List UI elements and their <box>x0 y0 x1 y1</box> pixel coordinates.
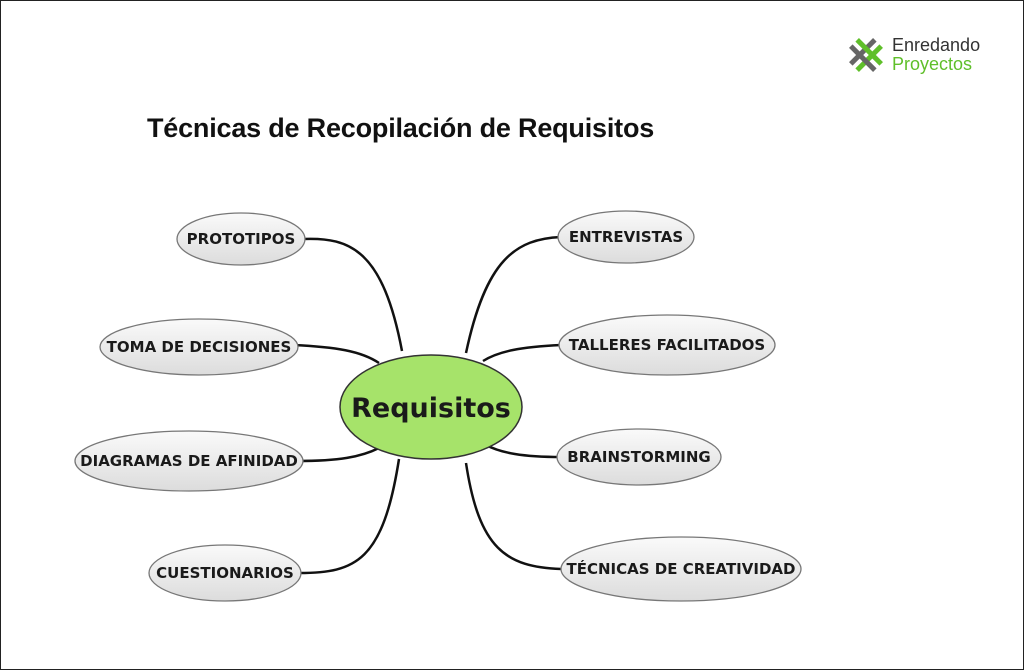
node-diagramas-de-afinidad: DIAGRAMAS DE AFINIDAD <box>74 430 304 492</box>
page-title: Técnicas de Recopilación de Requisitos <box>147 113 655 143</box>
node-toma-de-decisiones: TOMA DE DECISIONES <box>99 318 299 376</box>
central-node-requisitos: Requisitos <box>339 354 523 460</box>
connector-entrevistas <box>464 235 562 354</box>
brand-name-line1: Enredando <box>892 35 981 55</box>
node-brainstorming: BRAINSTORMING <box>556 428 722 486</box>
connector-talleres-facilitados <box>482 343 562 363</box>
node-talleres-facilitados: TALLERES FACILITADOS <box>558 314 776 376</box>
node-entrevistas: ENTREVISTAS <box>557 210 695 264</box>
node-label: ENTREVISTAS <box>569 228 683 246</box>
brand-name-line2: Proyectos <box>892 54 973 74</box>
node-label: BRAINSTORMING <box>567 448 710 466</box>
node-label: CUESTIONARIOS <box>156 564 294 582</box>
brand-name: Enredando Proyectos <box>892 36 980 74</box>
connector-cuestionarios <box>298 458 401 575</box>
node-tecnicas-de-creatividad: TÉCNICAS DE CREATIVIDAD <box>560 536 802 602</box>
hash-grid-icon <box>849 38 883 72</box>
brand-logo: Enredando Proyectos <box>847 34 1007 78</box>
node-label: TÉCNICAS DE CREATIVIDAD <box>567 559 796 578</box>
central-node-label: Requisitos <box>351 393 511 424</box>
node-cuestionarios: CUESTIONARIOS <box>148 544 302 602</box>
connector-toma-de-decisiones <box>292 343 380 365</box>
connector-prototipos <box>302 237 404 352</box>
node-prototipos: PROTOTIPOS <box>176 212 306 266</box>
node-label: DIAGRAMAS DE AFINIDAD <box>80 452 298 470</box>
node-label: PROTOTIPOS <box>187 230 296 248</box>
node-label: TOMA DE DECISIONES <box>107 338 292 356</box>
connector-tecnicas-de-creatividad <box>464 462 562 571</box>
node-label: TALLERES FACILITADOS <box>569 336 765 354</box>
connector-diagramas-de-afinidad <box>296 446 380 463</box>
connector-brainstorming <box>485 443 562 459</box>
